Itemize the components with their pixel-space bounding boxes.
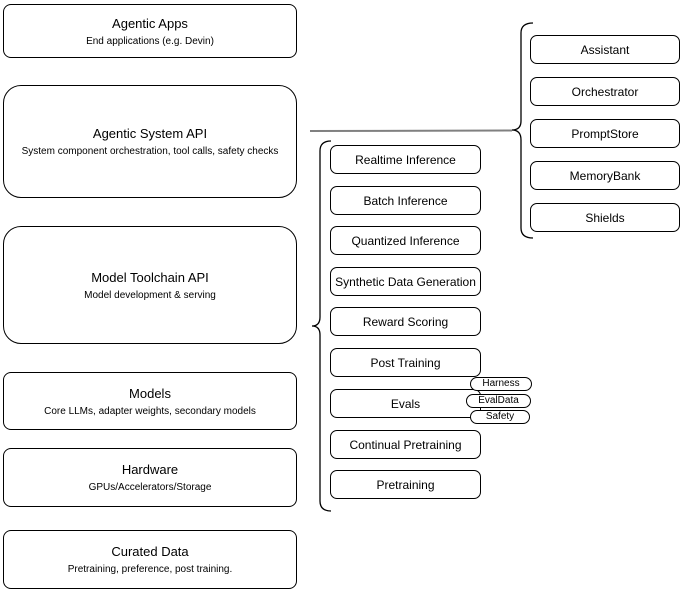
agentic-system-api-subtitle: System component orchestration, tool cal… (21, 146, 279, 157)
component-promptstore: PromptStore (530, 119, 680, 148)
model-toolchain-api-box: Model Toolchain API Model development & … (3, 226, 297, 344)
agentic-system-api-box: Agentic System API System component orch… (3, 85, 297, 198)
component-assistant: Assistant (530, 35, 680, 64)
api-to-components-connector-line (309, 129, 513, 132)
toolchain-item-evals: Evals (330, 389, 481, 418)
toolchain-item-reward-scoring: Reward Scoring (330, 307, 481, 336)
agentic-apps-box: Agentic Apps End applications (e.g. Devi… (3, 4, 297, 58)
toolchain-item-realtime-inference: Realtime Inference (330, 145, 481, 174)
agentic-apps-title: Agentic Apps (112, 15, 188, 31)
toolchain-brace (311, 140, 332, 512)
toolchain-item-batch-inference: Batch Inference (330, 186, 481, 215)
curated-data-box: Curated Data Pretraining, preference, po… (3, 530, 297, 589)
toolchain-item-synthetic-data-generation: Synthetic Data Generation (330, 267, 481, 296)
curated-data-subtitle: Pretraining, preference, post training. (67, 564, 233, 575)
hardware-box: Hardware GPUs/Accelerators/Storage (3, 448, 297, 507)
component-memorybank: MemoryBank (530, 161, 680, 190)
model-toolchain-api-subtitle: Model development & serving (84, 289, 216, 301)
component-shields: Shields (530, 203, 680, 232)
models-box: Models Core LLMs, adapter weights, secon… (3, 372, 297, 430)
eval-tag-harness: Harness (470, 377, 532, 391)
models-subtitle: Core LLMs, adapter weights, secondary mo… (44, 405, 256, 417)
toolchain-item-quantized-inference: Quantized Inference (330, 226, 481, 255)
toolchain-item-continual-pretraining: Continual Pretraining (330, 430, 481, 459)
models-title: Models (129, 385, 171, 401)
eval-tag-evaldata: EvalData (466, 394, 531, 408)
toolchain-item-pretraining: Pretraining (330, 470, 481, 499)
hardware-title: Hardware (121, 462, 179, 477)
agentic-apps-subtitle: End applications (e.g. Devin) (86, 35, 214, 47)
toolchain-item-post-training: Post Training (330, 348, 481, 377)
eval-tag-safety: Safety (470, 410, 530, 424)
hardware-subtitle: GPUs/Accelerators/Storage (88, 482, 212, 493)
curated-data-title: Curated Data (111, 544, 189, 559)
model-toolchain-api-title: Model Toolchain API (91, 269, 209, 285)
component-orchestrator: Orchestrator (530, 77, 680, 106)
agentic-system-api-title: Agentic System API (92, 126, 208, 141)
